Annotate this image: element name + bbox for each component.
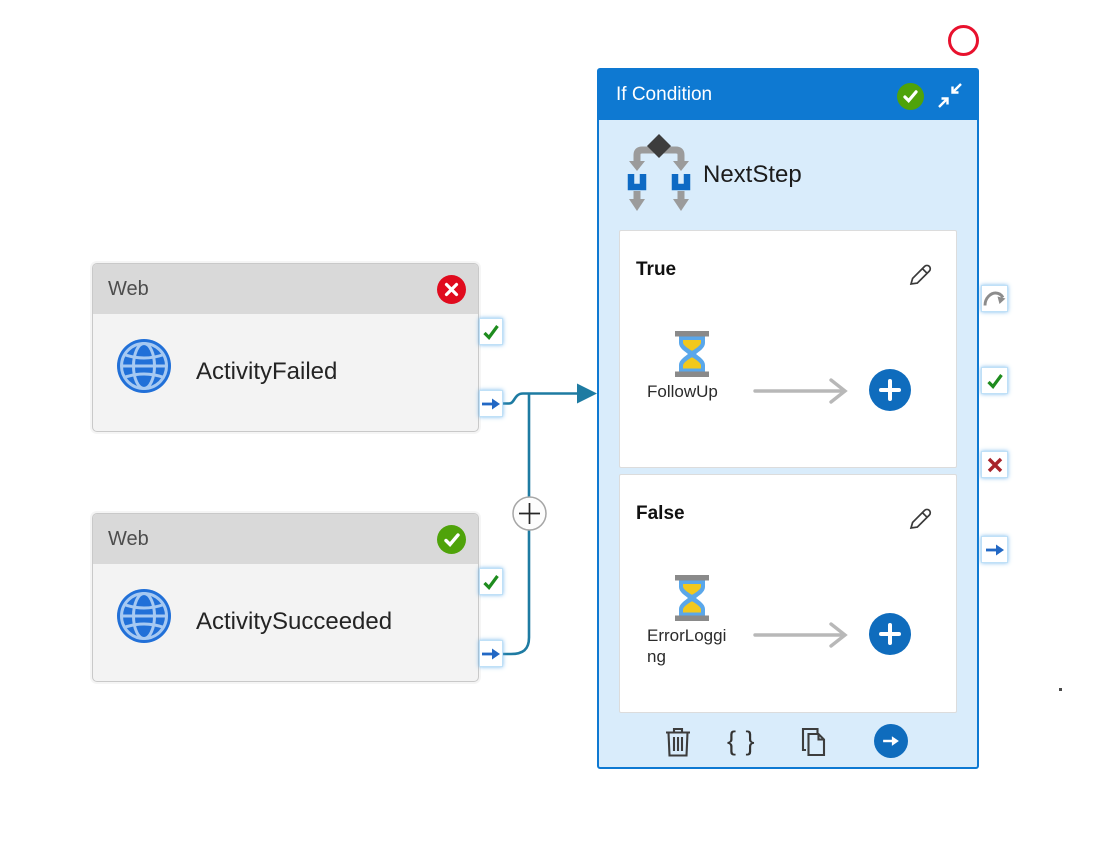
check-icon [483,324,499,340]
branch-label: True [636,259,677,280]
plus-icon [879,623,901,645]
add-activity-on-link-button[interactable] [512,496,547,531]
port-on-success-activitysucceeded[interactable] [479,568,503,595]
port-on-success-ifcondition[interactable] [981,367,1008,394]
speck-dot [1059,688,1062,691]
branch-card-true[interactable]: True FollowUp [619,230,957,468]
web-activity-globe-icon [116,588,172,644]
port-on-success-activityfailed[interactable] [479,318,503,345]
arrow-right-icon [482,398,500,409]
arrow-right-icon [883,736,899,746]
branch-label: False [636,503,685,524]
view-code-button[interactable]: { } [727,726,756,757]
if-condition-activity-name: NextStep [703,161,802,188]
connector-failed-to-if [502,392,577,405]
activity-type-label: Web [108,277,149,300]
if-condition-node[interactable]: If Condition [597,68,979,769]
if-condition-type-label: If Condition [616,84,713,105]
activity-body: ActivitySucceeded [93,564,478,680]
edit-branch-button[interactable] [906,261,934,289]
check-icon [986,373,1003,389]
add-activity-button-true[interactable] [869,369,911,411]
activity-name: ActivitySucceeded [196,608,393,635]
activity-header: Web [93,514,478,564]
pencil-icon [909,264,932,286]
success-badge-icon [437,525,466,554]
trash-icon [666,727,690,757]
activity-node-activityfailed[interactable]: Web ActivityFailed [92,263,479,432]
braces-icon: { } [727,726,756,756]
next-connector-button[interactable] [874,724,908,758]
if-condition-icon [621,134,697,214]
redo-arrow-icon [983,291,1006,306]
hourglass-wait-icon [674,575,710,621]
plus-icon [879,379,901,401]
activity-type-label: Web [108,527,149,550]
web-activity-globe-icon [116,338,172,394]
branch-flow-arrow-icon [753,622,853,648]
clone-button[interactable] [798,725,829,757]
success-badge-icon [897,83,924,110]
if-condition-name-row: NextStep [599,120,977,230]
activity-node-activitysucceeded[interactable]: Web ActivitySucceeded [92,513,479,682]
delete-button[interactable] [662,724,694,758]
red-annotation-circle [948,25,979,56]
connector-arrowhead [577,383,597,404]
branch-card-false[interactable]: False ErrorLogging [619,474,957,713]
collapse-button[interactable] [935,81,965,111]
collapse-icon [938,83,962,108]
arrow-right-icon [985,544,1004,555]
edit-branch-button[interactable] [906,505,934,533]
activity-header: Web [93,264,478,314]
port-on-completion-activityfailed[interactable] [479,390,503,417]
activity-body: ActivityFailed [93,314,478,430]
x-icon [987,457,1002,472]
port-on-completion-ifcondition[interactable] [981,536,1008,563]
if-condition-header: If Condition [599,70,977,120]
branch-flow-arrow-icon [753,378,853,404]
branch-activity-name: ErrorLogging [647,626,727,666]
copy-icon [801,727,826,757]
plus-icon [519,503,540,524]
port-on-skip-ifcondition[interactable] [981,285,1008,312]
port-on-completion-activitysucceeded[interactable] [479,640,503,667]
hourglass-wait-icon [674,331,710,377]
port-on-failure-ifcondition[interactable] [981,451,1008,478]
error-badge-icon [437,275,466,304]
arrow-right-icon [482,648,500,659]
check-icon [483,574,499,590]
add-activity-button-false[interactable] [869,613,911,655]
connector-succeeded-to-if [502,394,531,656]
branch-activity-name: FollowUp [647,382,718,401]
activity-name: ActivityFailed [196,358,338,385]
pencil-icon [909,508,932,530]
